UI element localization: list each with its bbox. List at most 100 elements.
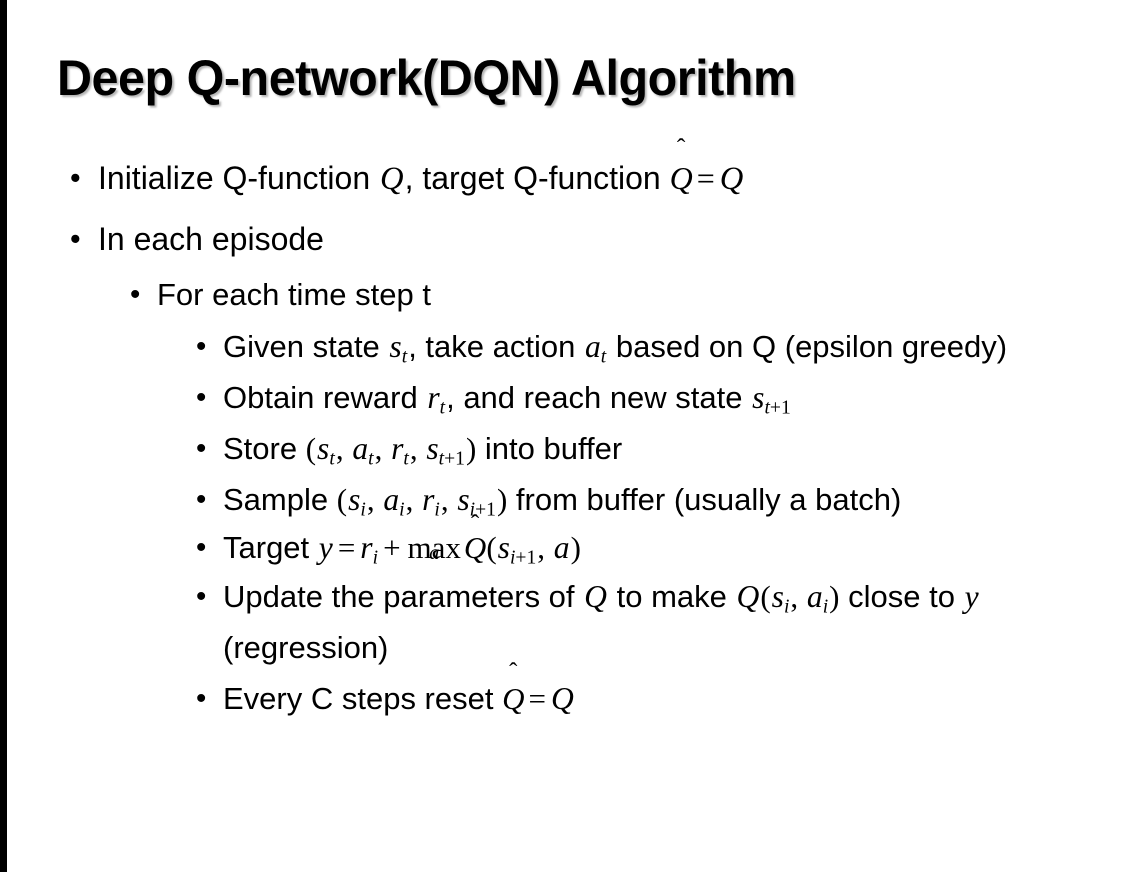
bullet-target-text: Target y=ri+maxâQ(si+1, a) (223, 525, 1107, 571)
sep: , (440, 482, 457, 517)
bullet-reset-target-network-text: Every C steps reset ̂Q=Q (223, 673, 1107, 724)
math-var-y: y (318, 530, 333, 565)
text-lead: Initialize Q-function (98, 160, 380, 196)
math-sub-t: t (439, 397, 446, 419)
math-q-hat-base: Q (463, 530, 487, 565)
text-lead: Update the parameters of (223, 579, 584, 614)
bullet-reset-target-network: • Every C steps reset ̂Q=Q (196, 673, 1107, 724)
text-lead: Every C steps reset (223, 681, 503, 716)
math-max-label: max (407, 530, 461, 565)
text-mid: to make (607, 579, 736, 614)
bullet-marker-icon: • (196, 682, 207, 715)
math-var-a: ai (806, 579, 829, 618)
text-tail: from buffer (usually a batch) (507, 482, 902, 517)
math-var-a: ai (383, 482, 405, 521)
bullet-marker-icon: • (196, 531, 207, 564)
text-tail: into buffer (476, 431, 623, 466)
slide-body: • Initialize Q-function Q, target Q-func… (57, 148, 1107, 724)
text-lead: Target (223, 530, 318, 565)
math-var-s: si (771, 579, 790, 618)
text-lead: Store (223, 431, 306, 466)
text-lead: Sample (223, 482, 337, 517)
open-paren: ( (336, 482, 348, 517)
bullet-store-transition: • Store (st, at, rt, st+1) into buffer (196, 423, 1107, 474)
math-var-s-next: si+1 (457, 482, 496, 521)
bullet-target: • Target y=ri+maxâQ(si+1, a) (196, 525, 1107, 571)
bullet-sample-batch-text: Sample (si, ai, ri, si+1) from buffer (u… (223, 474, 1107, 525)
math-sub-t-plus-1: t+1 (438, 448, 465, 470)
math-sub-i-plus-1: i+1 (469, 499, 496, 521)
bullet-marker-icon: • (196, 432, 207, 465)
math-var-s: si (348, 482, 366, 521)
text-mid: , target Q-function (404, 160, 670, 196)
close-paren: ) (570, 530, 581, 565)
bullet-given-state: • Given state st, take action at based o… (196, 321, 1107, 372)
math-sub-t-plus-1: t+1 (764, 397, 791, 419)
bullet-update-parameters-text: Update the parameters of Q to make Q(si,… (223, 571, 1107, 673)
bullet-marker-icon: • (196, 381, 207, 414)
math-var-q: Q (550, 681, 574, 716)
bullet-for-each-time-step: • For each time step t (130, 269, 1107, 321)
bullet-marker-icon: • (70, 161, 81, 195)
page-title: Deep Q-network(DQN) Algorithm (57, 50, 796, 106)
bullet-marker-icon: • (70, 222, 81, 256)
bullet-marker-icon: • (130, 278, 141, 311)
math-var-s: st (317, 431, 335, 470)
open-paren: ( (486, 530, 497, 565)
math-sub-i-plus-1: i+1 (509, 547, 537, 569)
math-max-subscript: a (429, 542, 440, 564)
text-tail-1: close to (839, 579, 964, 614)
math-var-s-next: st+1 (752, 380, 791, 419)
sep: , (409, 431, 426, 466)
math-var-r: rt (427, 380, 446, 419)
bullet-obtain-reward-text: Obtain reward rt, and reach new state st… (223, 372, 1107, 423)
sep: , (790, 579, 806, 614)
math-var-s-next: st+1 (426, 431, 465, 470)
text-mid: , and reach new state (446, 380, 752, 415)
math-var-q: Q (380, 161, 404, 197)
bullet-initialize-text: Initialize Q-function Q, target Q-functi… (98, 148, 1107, 209)
bullet-given-state-text: Given state st, take action at based on … (223, 321, 1107, 372)
math-plus: + (383, 530, 401, 565)
math-var-r: ri (422, 482, 440, 521)
math-var-q2: Q (719, 161, 744, 197)
bullet-obtain-reward: • Obtain reward rt, and reach new state … (196, 372, 1107, 423)
bullet-for-each-time-step-text: For each time step t (157, 277, 431, 312)
math-var-a: at (352, 431, 374, 470)
math-equals: = (528, 681, 546, 716)
math-sub-t: t (600, 346, 607, 368)
bullet-store-transition-text: Store (st, at, rt, st+1) into buffer (223, 423, 1107, 474)
math-var-s-next: si+1 (497, 530, 537, 569)
math-q-hat: ̂Q (670, 148, 693, 208)
math-q-hat: ̂Q (502, 673, 524, 724)
sep: , (374, 431, 391, 466)
math-var-r: rt (391, 431, 409, 470)
bullet-sample-batch: • Sample (si, ai, ri, si+1) from buffer … (196, 474, 1107, 525)
open-paren: ( (305, 431, 317, 466)
text-lead: Obtain reward (223, 380, 427, 415)
math-equals: = (337, 530, 356, 565)
bullet-in-each-episode-text: In each episode (98, 221, 324, 257)
sep: , (537, 530, 553, 565)
math-var-q2: Q (736, 579, 760, 614)
bullet-marker-icon: • (196, 483, 207, 516)
math-var-y: y (964, 579, 979, 614)
bullet-marker-icon: • (196, 580, 207, 613)
math-q-hat: ̂Q (464, 525, 486, 571)
math-q-hat-base: Q (669, 160, 693, 196)
math-var-r: ri (360, 530, 379, 569)
math-var-q: Q (584, 579, 607, 614)
bullet-in-each-episode: • In each episode (70, 209, 1107, 269)
bullet-update-parameters: • Update the parameters of Q to make Q(s… (196, 571, 1107, 673)
close-paren: ) (465, 431, 477, 466)
math-var-a: at (584, 329, 607, 368)
left-accent-bar (0, 0, 7, 872)
sep: , (366, 482, 383, 517)
bullet-marker-icon: • (196, 330, 207, 363)
open-paren: ( (760, 579, 771, 614)
math-var-s: st (389, 329, 408, 368)
math-equals: = (696, 160, 715, 196)
close-paren: ) (496, 482, 508, 517)
text-lead: Given state (223, 329, 389, 364)
